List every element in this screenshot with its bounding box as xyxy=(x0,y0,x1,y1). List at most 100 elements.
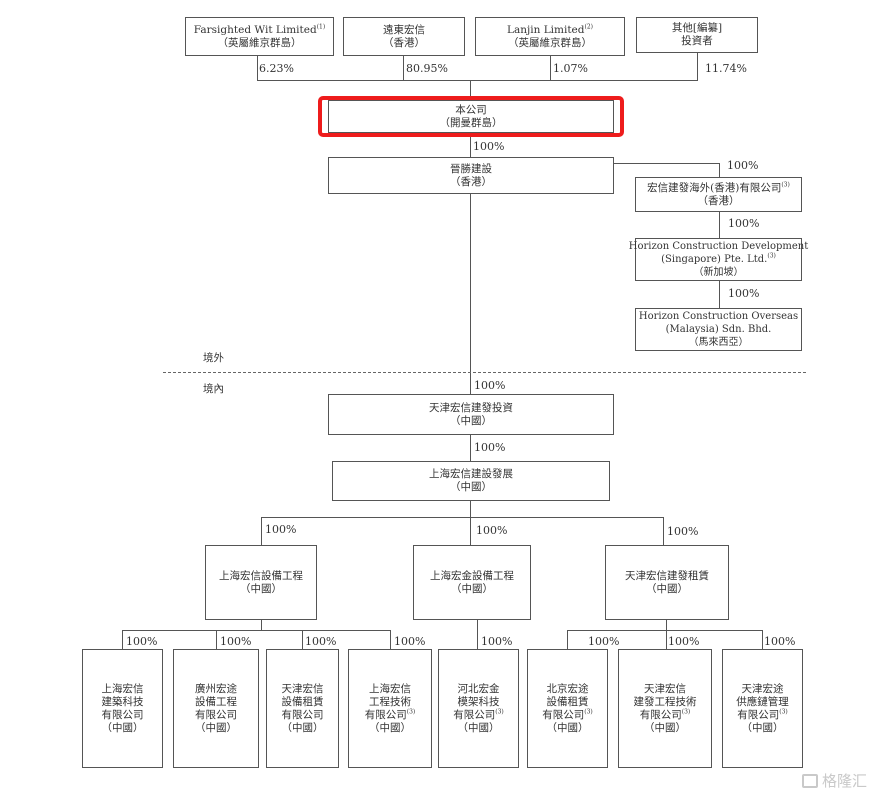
entity-name: 天津宏途 xyxy=(741,682,784,695)
entity-name-line3: 有限公司 xyxy=(364,708,407,721)
entity-name-line3: 有限公司 xyxy=(281,708,324,721)
connector-line xyxy=(663,517,664,545)
shareholder-other-investors: 其他[編纂] 投資者 xyxy=(636,17,758,53)
watermark-text: 格隆汇 xyxy=(822,772,868,790)
entity-name: 天津宏信 xyxy=(281,682,324,695)
entity-name: Horizon Construction Overseas xyxy=(638,311,799,322)
ownership-pct: 1.07% xyxy=(553,62,588,75)
entity-name: 天津宏信建發投資 xyxy=(429,401,513,414)
entity-name: 宏信建發海外(香港)有限公司 xyxy=(647,181,782,194)
entity-name-line3: 有限公司 xyxy=(101,708,144,721)
malaysia-box: Horizon Construction Overseas (Malaysia)… xyxy=(635,308,802,351)
connector-line xyxy=(470,435,471,461)
ownership-pct: 100% xyxy=(728,287,760,300)
entity-name-line3: 有限公司 xyxy=(195,708,237,721)
footnote-ref: (3) xyxy=(681,708,691,715)
shareholder-lanjin: Lanjin Limited(2) （英屬維京群島） xyxy=(475,17,625,56)
ownership-pct: 100% xyxy=(481,635,513,648)
tier4-box: 上海宏信 工程技術 有限公司(3) （中國） xyxy=(348,649,432,768)
highlight-frame xyxy=(318,96,624,137)
entity-name: Horizon Construction Development xyxy=(628,241,809,252)
jurisdiction: （中國） xyxy=(195,721,237,734)
ownership-pct: 100% xyxy=(220,635,252,648)
jurisdiction: （英屬維京群島） xyxy=(217,36,302,49)
company-box: 本公司 （開曼群島） xyxy=(328,100,614,133)
ownership-pct: 11.74% xyxy=(705,62,747,75)
connector-line xyxy=(470,194,471,394)
jurisdiction: （中國） xyxy=(101,721,144,734)
shanghai-dev-box: 上海宏信建設發展 （中國） xyxy=(332,461,610,501)
ownership-pct: 100% xyxy=(476,524,508,537)
entity-name: 北京宏途 xyxy=(546,682,589,695)
entity-name: 上海宏信 xyxy=(101,682,144,695)
connector-line xyxy=(122,630,390,631)
connector-line xyxy=(666,630,667,649)
jurisdiction: （中國） xyxy=(240,582,282,595)
jurisdiction: （中國） xyxy=(450,481,492,493)
footnote-ref: (3) xyxy=(584,708,593,715)
connector-line xyxy=(550,56,551,80)
connector-line xyxy=(403,56,404,80)
connector-line xyxy=(477,620,478,649)
offshore-onshore-divider xyxy=(163,372,806,373)
connector-line xyxy=(257,56,258,80)
entity-name-line2: 設備租賃 xyxy=(281,695,324,708)
entity-name: 上海宏信建設發展 xyxy=(429,468,513,480)
jurisdiction: （開曼群島） xyxy=(439,116,503,129)
tier4-box: 河北宏金 模架科技 有限公司(3) （中國） xyxy=(438,649,519,768)
footnote-ref: (3) xyxy=(495,708,504,715)
ownership-pct: 100% xyxy=(764,635,796,648)
ownership-pct: 100% xyxy=(588,635,620,648)
connector-line xyxy=(762,630,763,649)
entity-name-line2: (Singapore) Pte. Ltd. xyxy=(661,254,768,265)
entity-name-line3: 有限公司 xyxy=(542,708,585,721)
footnote-ref: (2) xyxy=(584,23,594,30)
jurisdiction: （香港） xyxy=(697,194,740,207)
entity-name: 遠東宏信 xyxy=(383,23,425,36)
footnote-ref: (3) xyxy=(767,252,776,260)
tier4-box: 天津宏途 供應鏈管理 有限公司(3) （中國） xyxy=(722,649,803,768)
connector-line xyxy=(261,620,262,630)
ownership-pct: 100% xyxy=(394,635,426,648)
footnote-ref: (3) xyxy=(779,708,788,715)
entity-name-line2: (Malaysia) Sdn. Bhd. xyxy=(665,324,772,335)
ownership-pct: 100% xyxy=(474,379,506,392)
zone-label-offshore: 境外 xyxy=(203,352,224,364)
zone-label-onshore: 境內 xyxy=(203,383,224,395)
tier4-box: 天津宏信 建發工程技術 有限公司(3) （中國） xyxy=(618,649,712,768)
entity-subtitle: 投資者 xyxy=(681,35,713,47)
jurisdiction: （中國） xyxy=(369,721,411,734)
connector-line xyxy=(302,630,303,649)
connector-line xyxy=(261,517,663,518)
entity-name: 上海宏金設備工程 xyxy=(430,569,514,582)
entity-name-line3: 有限公司 xyxy=(453,708,496,721)
connector-line xyxy=(470,137,471,157)
ownership-pct: 80.95% xyxy=(406,62,448,75)
entity-name: 河北宏金 xyxy=(457,682,500,695)
entity-name: Lanjin Limited xyxy=(506,23,585,36)
connector-line xyxy=(567,630,568,649)
ownership-pct: 100% xyxy=(474,441,506,454)
entity-name: Farsighted Wit Limited xyxy=(193,23,317,36)
jurisdiction: （中國） xyxy=(646,582,688,595)
connector-line xyxy=(614,163,719,164)
entity-name: 天津宏信建發租賃 xyxy=(625,569,709,582)
connector-line xyxy=(719,281,720,308)
entity-name: 上海宏信 xyxy=(369,682,411,695)
connector-line xyxy=(470,80,471,100)
jurisdiction: （馬來西亞） xyxy=(688,337,749,348)
entity-name-line2: 工程技術 xyxy=(369,695,411,708)
shareholder-farsighted-wit: Farsighted Wit Limited(1) （英屬維京群島） xyxy=(185,17,334,56)
tier3-box: 上海宏信設備工程 （中國） xyxy=(205,545,317,620)
shareholder-far-east-horizon: 遠東宏信 （香港） xyxy=(343,17,465,56)
ownership-pct: 100% xyxy=(265,523,297,536)
tier4-box: 上海宏信 建築科技 有限公司 （中國） xyxy=(82,649,163,768)
jurisdiction: （中國） xyxy=(741,721,784,734)
overseas-hk-box: 宏信建發海外(香港)有限公司(3) （香港） xyxy=(635,177,802,212)
ownership-pct: 100% xyxy=(728,217,760,230)
jurisdiction: （中國） xyxy=(450,414,492,427)
jurisdiction: （新加坡） xyxy=(693,267,744,278)
footnote-ref: (1) xyxy=(316,23,326,30)
connector-line xyxy=(122,630,123,649)
ownership-pct: 100% xyxy=(305,635,337,648)
